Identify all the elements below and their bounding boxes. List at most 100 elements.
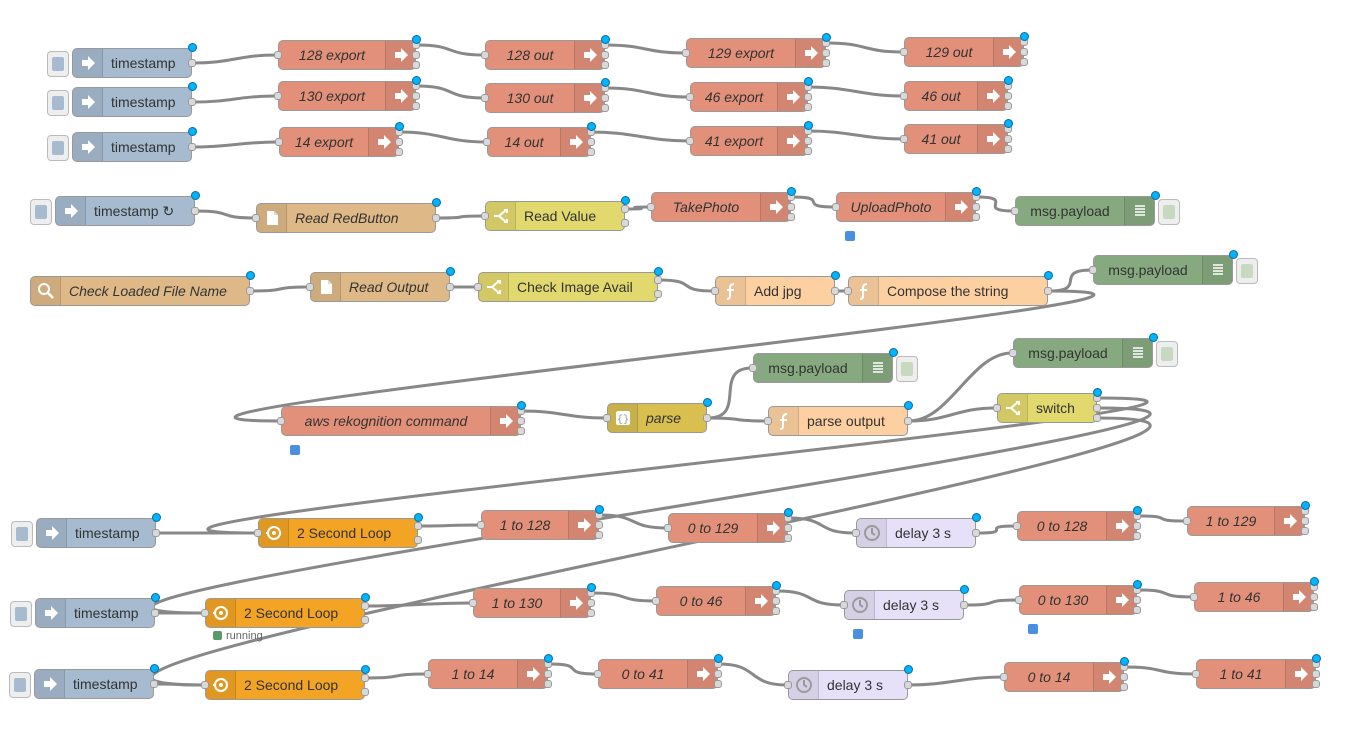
node-exec[interactable]: 130 export	[274, 76, 421, 111]
input-port[interactable]	[647, 203, 655, 211]
output-port[interactable]	[1004, 135, 1012, 143]
node-exec[interactable]: 1 to 41	[1192, 654, 1321, 689]
node-exec[interactable]: 0 to 129	[664, 508, 793, 543]
node-debug[interactable]: msg.payload	[749, 348, 918, 383]
output-port[interactable]	[1133, 596, 1141, 604]
output-port[interactable]	[654, 290, 662, 298]
input-port[interactable]	[664, 524, 672, 532]
output-port[interactable]	[904, 417, 912, 425]
output-port[interactable]	[601, 94, 609, 102]
node-exec[interactable]: 0 to 14	[1000, 657, 1129, 692]
output-port[interactable]	[1312, 670, 1320, 678]
debug-toggle-button[interactable]	[1156, 341, 1178, 367]
output-port[interactable]	[601, 61, 609, 69]
output-port[interactable]	[1020, 48, 1028, 56]
inject-button[interactable]	[9, 672, 31, 698]
output-port[interactable]	[1093, 404, 1101, 412]
input-port[interactable]	[686, 137, 694, 145]
output-port[interactable]	[191, 207, 199, 215]
output-port[interactable]	[595, 531, 603, 539]
output-port[interactable]	[412, 51, 420, 59]
input-port[interactable]	[832, 203, 840, 211]
input-port[interactable]	[594, 670, 602, 678]
input-port[interactable]	[993, 404, 1001, 412]
output-port[interactable]	[587, 609, 595, 617]
input-port[interactable]	[1190, 593, 1198, 601]
node-exec[interactable]: 14 out	[483, 122, 596, 157]
input-port[interactable]	[900, 92, 908, 100]
node-exec[interactable]: 46 out	[900, 76, 1013, 111]
output-port[interactable]	[414, 522, 422, 530]
output-port[interactable]	[544, 670, 552, 678]
input-port[interactable]	[1192, 670, 1200, 678]
output-port[interactable]	[654, 276, 662, 284]
output-port[interactable]	[1133, 606, 1141, 614]
output-port[interactable]	[621, 205, 629, 213]
node-inject[interactable]: timestamp ↻	[30, 191, 200, 226]
output-port[interactable]	[517, 417, 525, 425]
input-port[interactable]	[852, 529, 860, 537]
node-exec[interactable]: 0 to 130	[1015, 580, 1142, 634]
input-port[interactable]	[844, 287, 852, 295]
output-port[interactable]	[150, 680, 158, 688]
inject-button[interactable]	[30, 199, 52, 225]
output-port[interactable]	[601, 104, 609, 112]
output-port[interactable]	[972, 529, 980, 537]
output-port[interactable]	[1093, 414, 1101, 422]
output-port[interactable]	[822, 49, 830, 57]
node-exec[interactable]: 1 to 130	[469, 583, 596, 618]
output-port[interactable]	[432, 214, 440, 222]
inject-button[interactable]	[47, 135, 69, 161]
node-exec[interactable]: 41 export	[686, 121, 813, 156]
node-exec[interactable]: 1 to 14	[424, 654, 553, 689]
inject-button[interactable]	[11, 521, 33, 547]
input-port[interactable]	[274, 51, 282, 59]
debug-toggle-button[interactable]	[896, 356, 918, 382]
node-debug[interactable]: msg.payload	[1089, 250, 1258, 285]
output-port[interactable]	[414, 536, 422, 544]
node-exec[interactable]: 0 to 46	[652, 581, 781, 616]
input-port[interactable]	[481, 94, 489, 102]
inject-button[interactable]	[47, 90, 69, 116]
output-port[interactable]	[412, 92, 420, 100]
output-port[interactable]	[395, 148, 403, 156]
node-exec[interactable]: UploadPhoto	[832, 187, 981, 241]
node-inject[interactable]: timestamp	[11, 513, 161, 548]
output-port[interactable]	[804, 93, 812, 101]
output-port[interactable]	[714, 680, 722, 688]
node-loop[interactable]: 2 Second Loop	[201, 593, 370, 628]
input-port[interactable]	[306, 283, 314, 291]
output-port[interactable]	[621, 219, 629, 227]
node-loop[interactable]: 2 Second Loop	[254, 513, 423, 548]
output-port[interactable]	[787, 213, 795, 221]
node-exec[interactable]: 0 to 41	[594, 654, 723, 689]
output-port[interactable]	[1310, 593, 1318, 601]
inject-button[interactable]	[47, 51, 69, 77]
node-delay[interactable]: delay 3 s	[840, 585, 969, 639]
output-port[interactable]	[595, 521, 603, 529]
input-port[interactable]	[652, 597, 660, 605]
output-port[interactable]	[361, 674, 369, 682]
input-port[interactable]	[469, 599, 477, 607]
input-port[interactable]	[1183, 517, 1191, 525]
node-exec[interactable]: 14 export	[275, 122, 404, 157]
output-port[interactable]	[1004, 102, 1012, 110]
output-port[interactable]	[395, 138, 403, 146]
output-port[interactable]	[804, 147, 812, 155]
input-port[interactable]	[1009, 349, 1017, 357]
input-port[interactable]	[483, 138, 491, 146]
output-port[interactable]	[1120, 683, 1128, 691]
output-port[interactable]	[1310, 603, 1318, 611]
output-port[interactable]	[972, 213, 980, 221]
node-debug[interactable]: msg.payload	[1009, 333, 1178, 368]
node-inject[interactable]: timestamp	[47, 82, 197, 117]
node-inject[interactable]: timestamp	[47, 43, 197, 78]
node-delay[interactable]: delay 3 s	[784, 665, 913, 700]
node-loop[interactable]: 2 Second Loop	[201, 665, 370, 700]
output-port[interactable]	[714, 670, 722, 678]
node-debug[interactable]: msg.payload	[1011, 191, 1180, 226]
node-exec[interactable]: 129 out	[900, 32, 1029, 67]
node-inject[interactable]: timestamp	[47, 127, 197, 162]
input-port[interactable]	[784, 681, 792, 689]
input-port[interactable]	[900, 135, 908, 143]
